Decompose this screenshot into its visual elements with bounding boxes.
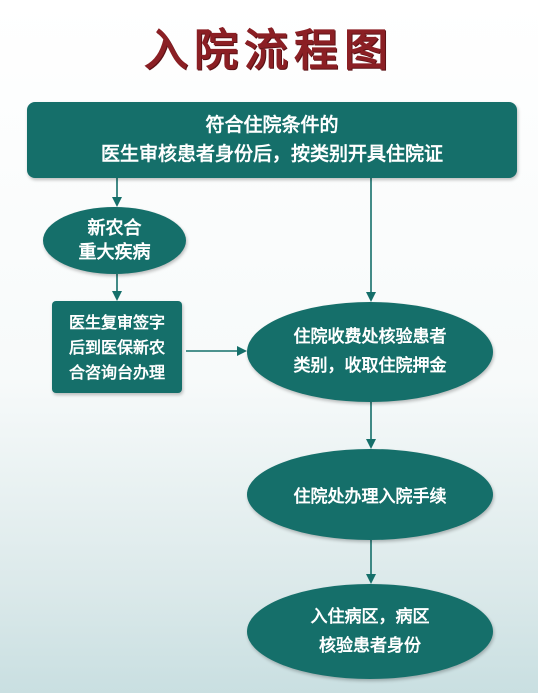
- page-title: 入院流程图: [144, 25, 394, 76]
- node-ward: 入住病区，病区 核验患者身份: [247, 584, 493, 679]
- node-ncms: 新农合 重大疾病: [43, 207, 186, 274]
- node-cashier-line2: 类别，收取住院押金: [293, 356, 447, 376]
- node-qualify-line2: 医生审核患者身份后，按类别开具住院证: [100, 143, 443, 165]
- node-sign-line1: 医生复审签字: [68, 312, 165, 332]
- node-admit: 住院处办理入院手续: [247, 449, 493, 540]
- node-ward-line2: 核验患者身份: [319, 635, 421, 656]
- node-ncms-line2: 重大疾病: [78, 241, 151, 263]
- node-qualify: 符合住院条件的 医生审核患者身份后，按类别开具住院证: [27, 102, 517, 178]
- node-sign-line3: 合咨询台办理: [68, 362, 165, 382]
- node-sign: 医生复审签字 后到医保新农 合咨询台办理: [52, 301, 182, 393]
- node-admit-line1: 住院处办理入院手续: [293, 487, 447, 507]
- node-cashier: 住院收费处核验患者 类别，收取住院押金: [247, 302, 493, 402]
- node-cashier-line1: 住院收费处核验患者: [293, 327, 447, 347]
- node-qualify-line1: 符合住院条件的: [205, 114, 339, 136]
- node-ncms-line1: 新农合: [87, 217, 142, 239]
- node-sign-line2: 后到医保新农: [68, 337, 165, 357]
- node-ward-line1: 入住病区，病区: [310, 606, 430, 627]
